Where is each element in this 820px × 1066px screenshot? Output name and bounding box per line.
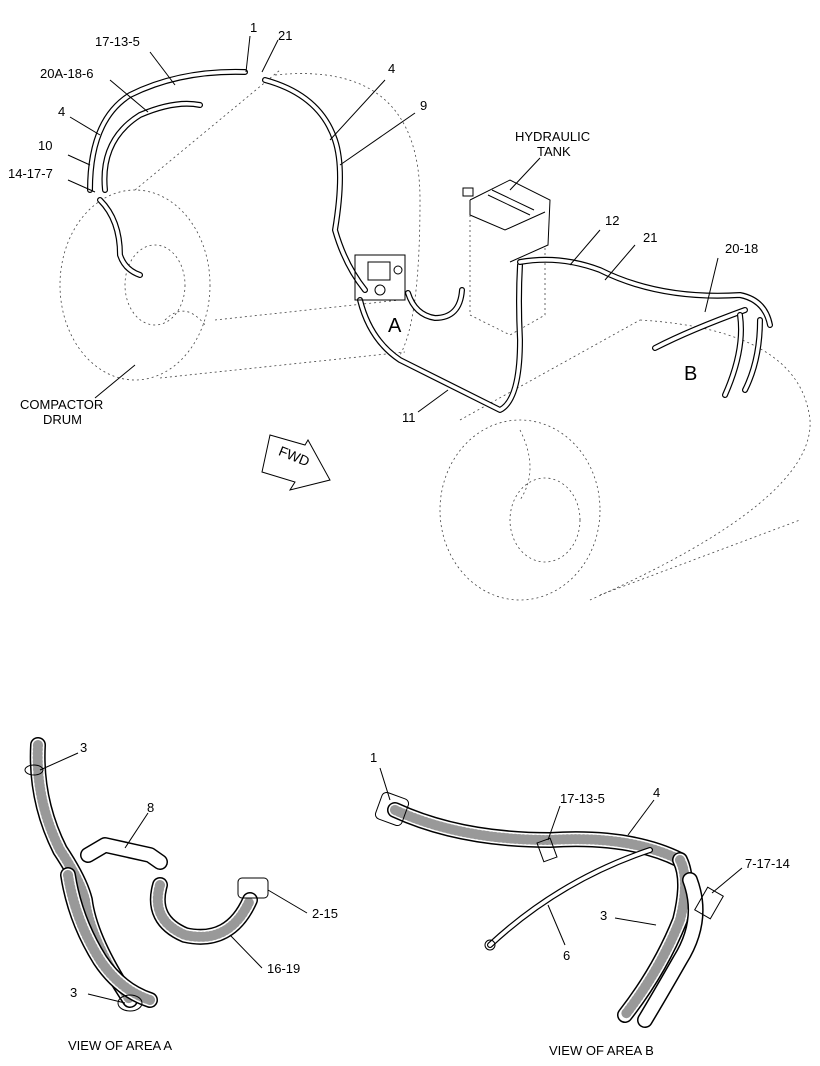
view-a-callout-3-top: 3 <box>80 740 87 755</box>
callout-1-top: 1 <box>250 20 257 35</box>
callout-4-mid: 4 <box>388 61 395 76</box>
view-area-a-drawing <box>24 737 269 1012</box>
hydraulic-tank <box>462 179 551 336</box>
hydraulic-tank-label-1: HYDRAULIC <box>515 129 590 144</box>
left-compactor-drum <box>59 69 421 381</box>
view-area-b-drawing <box>374 791 724 1028</box>
valve-block <box>354 254 406 301</box>
fwd-arrow: FWD <box>261 434 331 491</box>
view-b-leaders <box>379 767 743 946</box>
hose-11 <box>357 262 523 413</box>
callout-17-13-5-top: 17-13-5 <box>95 34 140 49</box>
area-a-marker: A <box>388 315 402 337</box>
hydraulic-tank-label-2: TANK <box>537 144 571 159</box>
view-b-callout-4: 4 <box>653 785 660 800</box>
compactor-drum-label-2: DRUM <box>43 412 82 427</box>
view-a-callout-3-bottom: 3 <box>70 985 77 1000</box>
callout-21-top: 21 <box>278 28 292 43</box>
main-leaders <box>67 35 719 413</box>
view-a-caption: VIEW OF AREA A <box>68 1038 172 1053</box>
view-a-callout-8: 8 <box>147 800 154 815</box>
hose-left-drum-down <box>97 197 143 278</box>
callout-12: 12 <box>605 213 619 228</box>
hose-20a <box>101 100 203 193</box>
view-b-callout-3: 3 <box>600 908 607 923</box>
callout-4-left: 4 <box>58 104 65 119</box>
view-b-callout-17-13-5: 17-13-5 <box>560 791 605 806</box>
view-b-callout-6: 6 <box>563 948 570 963</box>
hose-12 <box>517 256 773 328</box>
view-a-leaders <box>39 752 308 1004</box>
view-b-callout-7-17-14: 7-17-14 <box>745 856 790 871</box>
hose-b-down <box>722 312 763 398</box>
fwd-label: FWD <box>276 443 312 470</box>
callout-9: 9 <box>420 98 427 113</box>
view-a-callout-16-19: 16-19 <box>267 961 300 976</box>
hose-9 <box>262 77 368 293</box>
view-a-callout-2-15: 2-15 <box>312 906 338 921</box>
area-b-marker: B <box>684 363 697 385</box>
callout-20a-18-6: 20A-18-6 <box>40 66 93 81</box>
right-compactor-drum <box>439 319 811 601</box>
view-b-callout-1: 1 <box>370 750 377 765</box>
callout-21-right: 21 <box>643 230 657 245</box>
callout-10: 10 <box>38 138 52 153</box>
callout-11: 11 <box>402 410 416 425</box>
callout-20-18: 20-18 <box>725 241 758 256</box>
callout-14-17-7: 14-17-7 <box>8 166 53 181</box>
compactor-drum-label-1: COMPACTOR <box>20 397 103 412</box>
view-b-caption: VIEW OF AREA B <box>549 1043 654 1058</box>
hose-20 <box>652 307 748 351</box>
hose-10 <box>87 68 248 193</box>
hose-area-a-loop <box>405 287 465 321</box>
